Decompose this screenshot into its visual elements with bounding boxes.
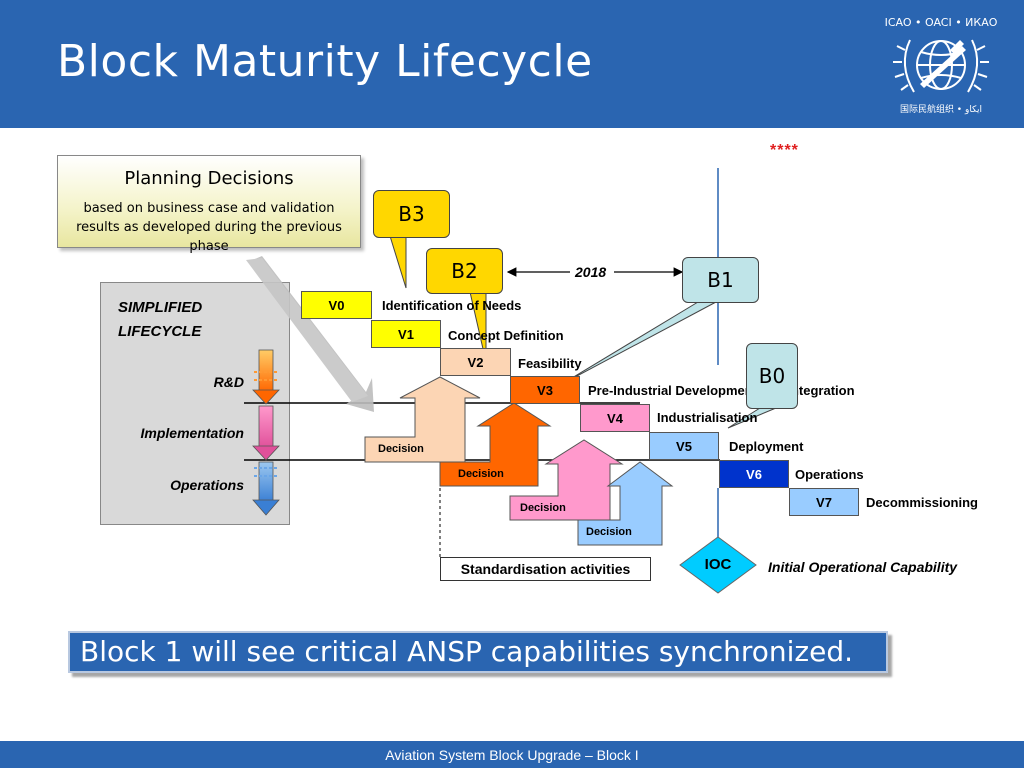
phase-label-implementation: Implementation xyxy=(140,425,244,441)
header-bar xyxy=(0,0,1024,128)
callout-b3-tail xyxy=(389,235,407,289)
decision-label-3: Decision xyxy=(520,502,566,514)
callout-b1-tail xyxy=(561,301,717,385)
stage-label-v3: Pre-Industrial Development and Integrati… xyxy=(588,383,855,398)
stage-box-v2: V2 xyxy=(440,348,511,376)
icao-logo-icon: ICAO • OACI • ИКАО 国际民航组织 • ايكاو xyxy=(885,16,998,115)
planning-subtitle: based on business case and validation re… xyxy=(76,201,342,254)
decision-label-2: Decision xyxy=(458,468,504,480)
stage-label-v5: Deployment xyxy=(729,439,804,454)
ioc-label: Initial Operational Capability xyxy=(768,559,958,575)
planning-diagonal-arrow xyxy=(246,256,374,412)
callout-b1: B1 xyxy=(682,257,759,303)
stage-box-v3: V3 xyxy=(510,376,580,404)
stage-label-v7: Decommissioning xyxy=(866,495,978,510)
lifecycle-arrow-implementation xyxy=(252,405,280,461)
decision-arrow-1 xyxy=(364,376,481,463)
stage-box-v0: V0 xyxy=(301,291,372,319)
stage-label-v4: Industrialisation xyxy=(657,410,758,425)
timeline-year-label: 2018 xyxy=(575,264,607,280)
phase-label-operations: Operations xyxy=(170,477,244,493)
decision-label-4: Decision xyxy=(586,526,632,538)
stage-label-v0: Identification of Needs xyxy=(382,298,522,313)
standardisation-activities-box: Standardisation activities xyxy=(440,557,651,581)
decision-arrow-2 xyxy=(439,402,552,487)
callout-b3: B3 xyxy=(373,190,450,238)
stage-box-v6: V6 xyxy=(719,460,789,488)
callout-b2: B2 xyxy=(426,248,503,294)
planning-decisions-box: Planning Decisions based on business cas… xyxy=(57,155,361,254)
footer-bar xyxy=(0,741,1024,768)
planning-title: Planning Decisions xyxy=(124,168,294,189)
stage-label-v1: Concept Definition xyxy=(448,328,564,343)
ioc-code: IOC xyxy=(704,556,732,573)
svg-text:国际民航组织 • ايكاو: 国际民航组织 • ايكاو xyxy=(900,103,982,115)
summary-banner: Block 1 will see critical ANSP capabilit… xyxy=(68,631,888,673)
stage-box-v1: V1 xyxy=(371,320,441,348)
simplified-lifecycle-title: SIMPLIFIED LIFECYCLE xyxy=(118,299,203,340)
phase-label-rnd: R&D xyxy=(213,374,244,390)
callout-b0: B0 xyxy=(746,343,798,409)
lifecycle-arrow-operations xyxy=(252,461,280,516)
decision-label-1: Decision xyxy=(378,443,424,455)
stage-box-v7: V7 xyxy=(789,488,859,516)
stage-label-v6: Operations xyxy=(795,467,864,482)
stars-mark: **** xyxy=(770,142,799,159)
slide-title: Block Maturity Lifecycle xyxy=(57,36,593,87)
footer-text: Aviation System Block Upgrade – Block I xyxy=(385,747,639,763)
lifecycle-arrow-rnd xyxy=(252,349,280,405)
decision-arrow-3 xyxy=(509,439,624,521)
decision-arrow-4 xyxy=(577,461,674,546)
stage-box-v5: V5 xyxy=(649,432,719,460)
ioc-diamond xyxy=(679,536,757,594)
stage-box-v4: V4 xyxy=(580,404,650,432)
stage-label-v2: Feasibility xyxy=(518,356,582,371)
svg-text:ICAO • OACI • ИКАО: ICAO • OACI • ИКАО xyxy=(885,16,998,29)
